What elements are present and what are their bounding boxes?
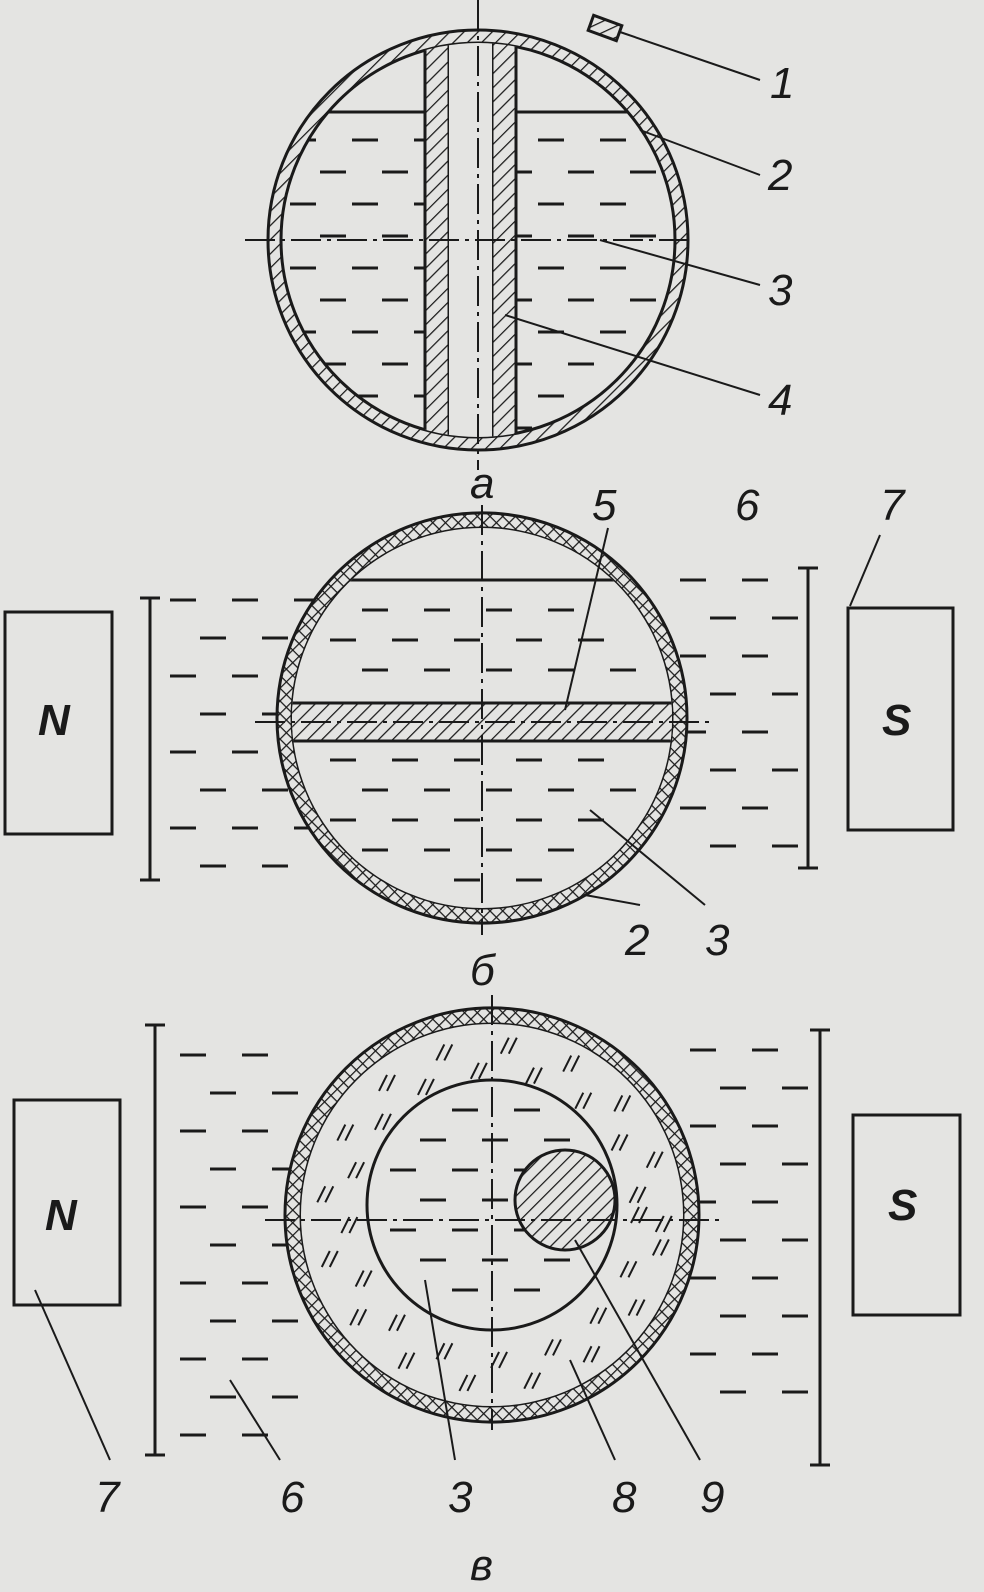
bracket-right xyxy=(798,566,818,870)
solid-mark xyxy=(388,1314,406,1332)
solid-mark xyxy=(417,1078,435,1096)
solid-mark xyxy=(645,1151,664,1169)
bracket-left xyxy=(140,596,160,882)
bracket-left xyxy=(145,1023,165,1457)
label-3: 3 xyxy=(768,266,793,315)
solid-mark xyxy=(582,1345,601,1363)
label-3v: 3 xyxy=(448,1473,473,1522)
solid-mark xyxy=(651,1238,670,1256)
solid-mark xyxy=(499,1037,518,1055)
bracket-right xyxy=(810,1028,830,1467)
label-9v: 9 xyxy=(700,1473,724,1522)
magnet-n xyxy=(12,1098,122,1307)
solid-mark xyxy=(574,1092,593,1110)
pole-n-label: N xyxy=(45,1191,78,1240)
ball xyxy=(513,1148,617,1252)
caption-a: а xyxy=(470,459,494,508)
magnet-n xyxy=(3,610,114,836)
panel-v: N S 7 6 3 8 9 в xyxy=(12,995,962,1590)
solid-mark xyxy=(654,1215,673,1233)
solid-mark xyxy=(619,1260,638,1278)
label-2: 2 xyxy=(767,151,792,200)
solid-mark xyxy=(589,1307,608,1325)
label-7: 7 xyxy=(880,481,906,530)
solid-mark xyxy=(347,1161,365,1179)
float-marker xyxy=(586,13,624,43)
label-8v: 8 xyxy=(612,1473,637,1522)
solid-mark xyxy=(458,1374,477,1392)
solid-mark xyxy=(320,1250,339,1268)
solid-mark xyxy=(544,1339,562,1356)
solid-mark xyxy=(397,1352,416,1370)
caption-v: в xyxy=(470,1541,493,1590)
panel-a: 1 2 3 4 а xyxy=(245,0,794,508)
label-5: 5 xyxy=(592,481,617,530)
panel-b: N S 5 6 7 2 3 б xyxy=(3,481,955,995)
solid-mark xyxy=(378,1074,396,1092)
pole-s-label: S xyxy=(882,696,911,745)
solid-mark xyxy=(627,1299,646,1317)
label-6: 6 xyxy=(735,481,760,530)
label-2b: 2 xyxy=(624,916,649,965)
pole-s-label: S xyxy=(888,1181,917,1230)
solid-mark xyxy=(525,1067,543,1085)
solid-mark xyxy=(562,1055,581,1072)
solid-mark xyxy=(435,1043,454,1061)
solid-mark xyxy=(374,1113,392,1131)
solid-mark xyxy=(349,1308,368,1326)
label-3b: 3 xyxy=(705,916,730,965)
pole-n-label: N xyxy=(38,696,71,745)
label-4: 4 xyxy=(768,376,792,425)
label-6v: 6 xyxy=(280,1473,305,1522)
label-1: 1 xyxy=(770,59,794,108)
solid-mark xyxy=(523,1372,542,1390)
magnet-s xyxy=(846,606,955,832)
solid-mark xyxy=(613,1095,632,1112)
solid-mark xyxy=(469,1062,488,1080)
solid-mark xyxy=(336,1124,355,1142)
solid-mark xyxy=(354,1270,373,1288)
solid-mark xyxy=(610,1134,629,1151)
magnet-s xyxy=(851,1113,962,1317)
solid-mark xyxy=(316,1185,335,1203)
caption-b: б xyxy=(470,946,497,995)
label-7v: 7 xyxy=(95,1473,121,1522)
solid-mark xyxy=(628,1186,647,1204)
